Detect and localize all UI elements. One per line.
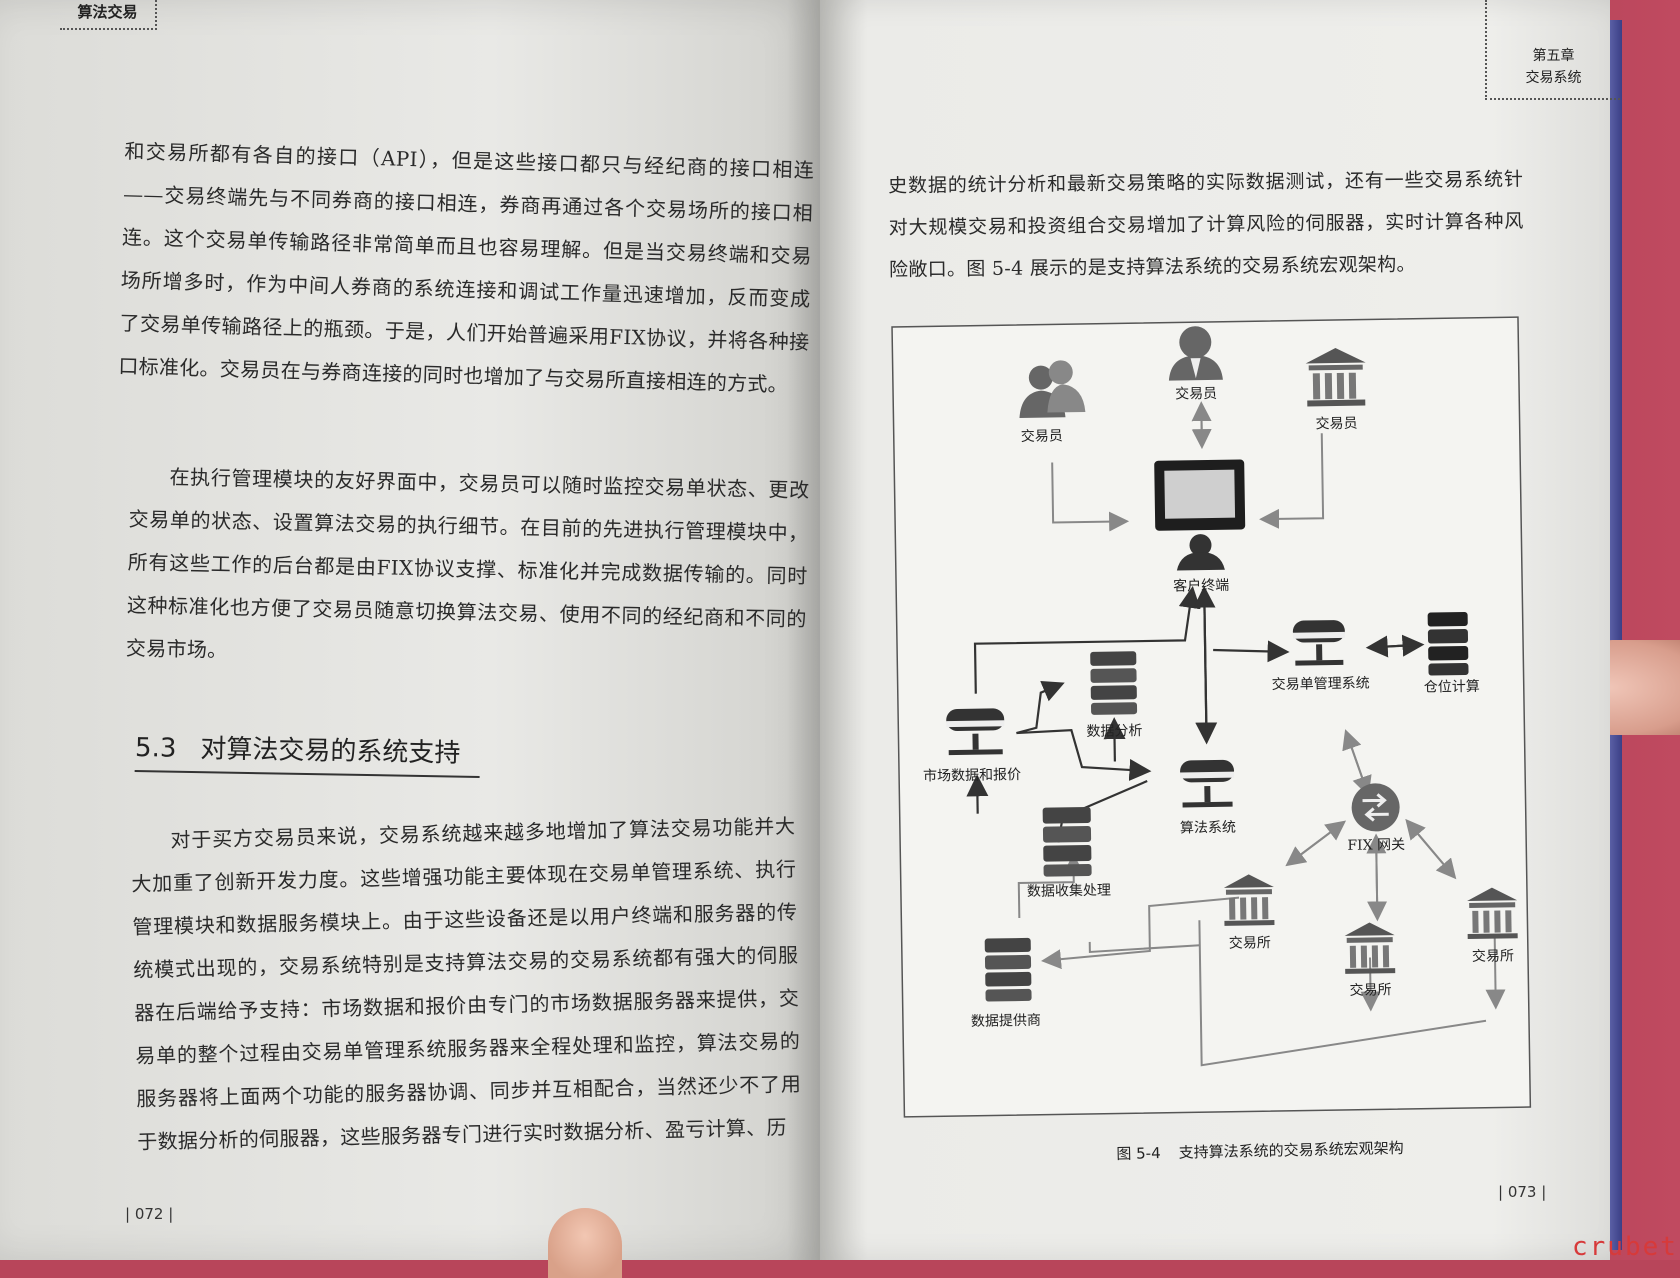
right-paragraph: 史数据的统计分析和最新交易策略的实际数据测试，还有一些交易系统针对大规模交易和投…	[888, 168, 1524, 281]
label-order-management: 交易单管理系统	[1272, 675, 1370, 694]
exchange-a-bank-icon	[1223, 874, 1275, 926]
label-trader-right: 交易员	[1315, 415, 1357, 433]
right-page-number: | 073 |	[1498, 1183, 1547, 1201]
left-paragraph-2: 在执行管理模块的友好界面中，交易员可以随时监控交易单状态、更改交易单的状态、设置…	[125, 464, 810, 663]
order-management-icon	[1292, 620, 1345, 666]
trader-right-bank-icon	[1305, 348, 1366, 407]
section-heading: 5.3 对算法交易的系统支持	[134, 726, 481, 779]
connector-lines	[1017, 401, 1506, 1067]
label-data-provider: 数据提供商	[971, 1013, 1041, 1030]
main-connectors	[966, 585, 1425, 843]
left-page-number: | 072 |	[125, 1205, 174, 1223]
label-algo-system: 算法系统	[1180, 820, 1236, 837]
trader-top-icon	[1168, 326, 1223, 381]
label-trader-top: 交易员	[1175, 385, 1217, 403]
position-calc-server-icon	[1427, 612, 1469, 676]
label-data-collection: 数据收集处理	[1027, 882, 1111, 900]
left-page: 算法交易 和交易所都有各自的接口（API），但是这些接口都只与经纪商的接口相连—…	[0, 0, 820, 1260]
data-provider-server-icon	[984, 937, 1032, 1002]
section-title-text: 对算法交易的系统支持	[200, 734, 461, 769]
label-exchange-b: 交易所	[1349, 981, 1391, 999]
label-data-analysis: 数据分析	[1086, 723, 1142, 740]
label-position-calc: 仓位计算	[1424, 679, 1480, 696]
left-paragraph-1: 和交易所都有各自的接口（API），但是这些接口都只与经纪商的接口相连——交易终端…	[118, 138, 815, 397]
figure-number: 图 5-4	[1116, 1144, 1161, 1164]
exchange-c-bank-icon	[1467, 887, 1518, 940]
left-running-header: 算法交易	[60, 0, 157, 30]
architecture-svg: 交易员 交易员 交易员 客户终端	[891, 316, 1532, 1118]
figure-caption-text: 支持算法系统的交易系统宏观架构	[1178, 1138, 1404, 1162]
label-client-terminal: 客户终端	[1173, 577, 1229, 595]
data-collection-server-icon	[1042, 806, 1092, 877]
architecture-diagram: 交易员 交易员 交易员 客户终端	[890, 315, 1534, 1125]
label-fix-gateway: FIX 网关	[1347, 837, 1405, 854]
client-terminal-icon	[1154, 459, 1246, 571]
right-running-header: 第五章 交易系统	[1485, 0, 1620, 100]
thumb-bottom	[548, 1208, 622, 1278]
label-trader-left: 交易员	[1021, 427, 1063, 445]
chapter-label: 第五章	[1532, 48, 1575, 64]
label-exchange-c: 交易所	[1472, 947, 1514, 965]
chapter-topic: 交易系统	[1525, 70, 1582, 86]
market-data-icon	[946, 708, 1005, 756]
label-exchange-a: 交易所	[1229, 934, 1271, 952]
fix-gateway-icon	[1351, 783, 1400, 832]
trader-left-icon	[1019, 360, 1086, 418]
algo-system-icon	[1180, 759, 1235, 808]
label-market-data: 市场数据和报价	[923, 766, 1021, 785]
exchange-b-bank-icon	[1344, 922, 1396, 974]
data-analysis-server-icon	[1090, 651, 1138, 715]
section-number: 5.3	[134, 732, 177, 764]
watermark-text: crubet	[1572, 1232, 1678, 1262]
left-paragraph-3: 对于买方交易员来说，交易系统越来越多地增加了算法交易功能并大大加重了创新开发力度…	[131, 813, 802, 1154]
